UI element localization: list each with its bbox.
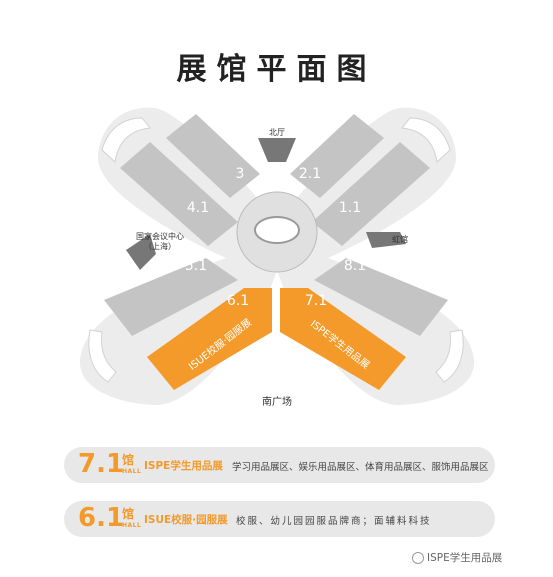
hongguan-building[interactable] [366, 232, 406, 248]
hall-label-1-1: 1.1 [339, 200, 361, 216]
north-hall-label: 北厅 [269, 128, 285, 137]
ncc-building[interactable] [126, 234, 156, 270]
hall-7-1[interactable] [280, 288, 406, 390]
hall-8-1[interactable] [314, 258, 448, 336]
hall-2-1[interactable] [290, 114, 384, 198]
legend-hall-en: HALL [122, 522, 142, 529]
legend-hall-en: HALL [122, 468, 142, 475]
hall-label-4-1: 4.1 [187, 200, 209, 216]
south-plaza-label: 南广场 [262, 395, 292, 408]
legend-hall-guan: 馆 [122, 507, 135, 521]
legend-card-7-1: 7.1 馆 HALL ISPE学生用品展 学习用品展区、娱乐用品展区、体育用品展… [64, 447, 495, 483]
ncc-label-line1: 国家会议中心 [136, 231, 184, 241]
hall-label-5-1: 5.1 [185, 258, 207, 274]
hongguan-label: 虹馆 [392, 234, 408, 244]
northwest-curved-building[interactable] [101, 117, 151, 164]
legend-exhibit-name: ISPE学生用品展 [144, 460, 223, 472]
page-title: 展馆平面图 [176, 52, 377, 87]
legend-hall-guan: 馆 [122, 453, 135, 467]
southeast-curved-building[interactable] [435, 329, 464, 383]
hall-label-7-1: 7.1 [305, 293, 327, 309]
northeast-curved-building[interactable] [401, 117, 451, 164]
watermark: ISPE学生用品展 [412, 550, 502, 565]
hall-1-1[interactable] [312, 142, 430, 246]
wechat-icon [412, 552, 424, 564]
hall-3[interactable] [166, 114, 260, 198]
hall-label-2-1: 2.1 [299, 166, 321, 182]
north-hall-building[interactable] [258, 138, 296, 162]
hall-6-1[interactable] [147, 288, 272, 390]
watermark-text: ISPE学生用品展 [427, 552, 503, 564]
legend-hall-number: 7.1 [78, 449, 125, 479]
legend-hall-number: 6.1 [78, 503, 125, 533]
legend-card-6-1: 6.1 馆 HALL ISUE校服·园服展 校服、幼儿园园服品牌商；面辅料科技 [64, 501, 495, 537]
hall-4-1[interactable] [120, 142, 238, 246]
hall-label-8-1: 8.1 [344, 258, 366, 274]
legend-exhibit-name: ISUE校服·园服展 [144, 514, 228, 526]
southwest-curved-building[interactable] [88, 329, 117, 383]
central-plaza-ring [254, 216, 300, 244]
hall-label-3: 3 [236, 166, 245, 182]
ncc-label-line2: （上海） [144, 241, 176, 251]
legend-exhibit-desc: 学习用品展区、娱乐用品展区、体育用品展区、服饰用品展区 [232, 462, 489, 473]
legend-exhibit-desc: 校服、幼儿园园服品牌商；面辅料科技 [236, 516, 432, 527]
hall-label-6-1: 6.1 [227, 293, 249, 309]
hall-5-1[interactable] [104, 258, 238, 336]
